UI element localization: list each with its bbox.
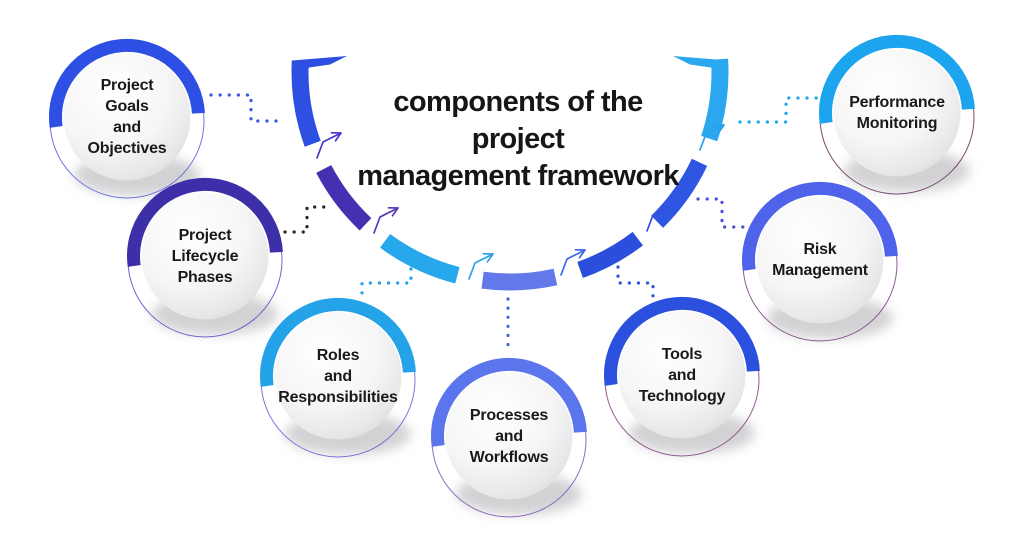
diagram-title: components of the project management fra… xyxy=(357,86,679,192)
node-circle-processes xyxy=(431,358,587,518)
arc-segment-5 xyxy=(577,231,643,279)
node-label-processes: Processes and Workflows xyxy=(469,406,549,466)
flow-arrow-icon-6 xyxy=(699,123,725,151)
node-ring xyxy=(127,178,283,267)
node-circle-performance xyxy=(819,35,975,195)
node-face xyxy=(274,312,402,440)
node-label-project-lifecycle: Project Lifecycle Phases xyxy=(171,226,239,286)
node-label-roles: Roles and Responsibilities xyxy=(278,346,398,406)
node-label-tools: Tools and Technology xyxy=(638,345,726,405)
connector-project-lifecycle xyxy=(283,205,332,234)
node-circle-tools xyxy=(604,297,760,457)
node-face xyxy=(756,196,884,324)
node-face xyxy=(833,49,961,177)
node-ring xyxy=(742,182,898,271)
flow-arrow-icon-2 xyxy=(373,206,399,234)
arc-end-cap-left xyxy=(292,56,347,70)
node-ring xyxy=(819,35,975,124)
arc-segment-6 xyxy=(651,158,708,228)
connector-project-goals xyxy=(209,93,287,123)
flow-arrow-icon-1 xyxy=(316,131,342,159)
node-ring xyxy=(604,297,760,386)
arc-end-cap-right xyxy=(673,56,728,70)
arc-segment-2 xyxy=(316,164,372,231)
flow-arrow-icon-4 xyxy=(560,248,586,276)
node-circle-risk xyxy=(742,182,898,342)
node-face xyxy=(63,53,191,181)
node-circle-roles xyxy=(260,298,416,458)
node-circle-project-lifecycle xyxy=(127,178,283,338)
node-circle-project-goals xyxy=(49,39,205,199)
node-label-risk: Risk Management xyxy=(772,241,868,279)
node-ring xyxy=(49,39,205,128)
connector-performance xyxy=(738,96,828,124)
node-face xyxy=(618,311,746,439)
arc-segment-3 xyxy=(380,233,460,284)
arc-segment-4 xyxy=(481,268,558,291)
node-label-performance: Performance Monitoring xyxy=(849,94,945,132)
node-label-project-goals: Project Goals and Objectives xyxy=(87,77,167,157)
node-face xyxy=(141,192,269,320)
node-ring xyxy=(260,298,416,387)
flow-arrow-icon-3 xyxy=(468,252,494,280)
arc-segment-7 xyxy=(701,58,729,142)
flow-arrow-icon-5 xyxy=(646,204,672,232)
connector-tools xyxy=(616,265,655,302)
node-ring xyxy=(431,358,587,447)
connector-roles xyxy=(360,267,413,302)
central-arc xyxy=(291,56,729,291)
arc-segment-1 xyxy=(291,60,321,147)
node-face xyxy=(445,372,573,500)
connector-risk xyxy=(696,197,746,229)
